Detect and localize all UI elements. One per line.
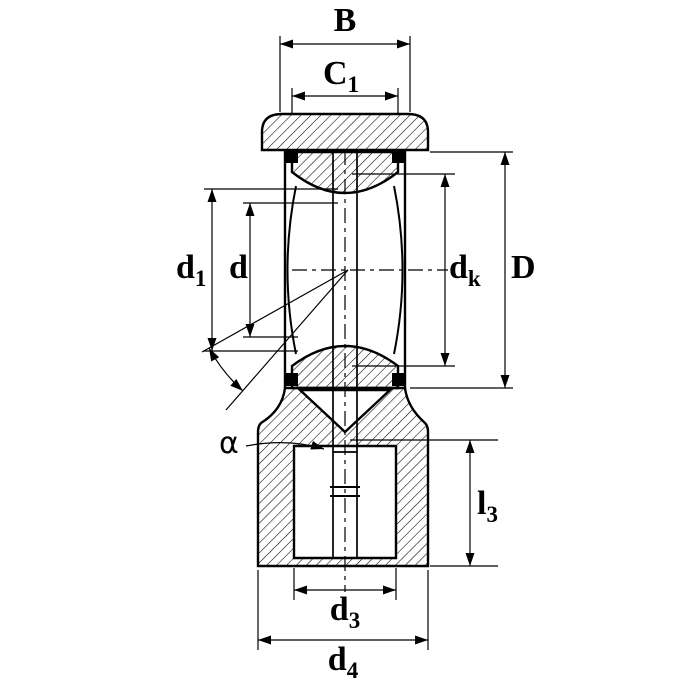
dim-label-l3: l3 [477, 485, 498, 527]
dimension-d1: d1 [176, 188, 338, 352]
housing-outline-with-slot [256, 386, 430, 568]
dim-label-d4: d4 [328, 641, 359, 683]
dim-label-B: B [334, 2, 357, 39]
centerlines [292, 150, 448, 592]
dim-label-dk: dk [449, 249, 481, 291]
angle-reference-line [201, 269, 349, 353]
seal-ring-bottom-right [392, 373, 404, 386]
dimension-d3: d3 [293, 568, 397, 633]
dimension-d: d [229, 202, 338, 338]
lower-housing [256, 386, 430, 568]
alpha-leader-arrow [245, 440, 325, 450]
dim-label-d3: d3 [330, 591, 360, 633]
dimension-dk: dk [352, 173, 481, 367]
dim-label-d: d [229, 249, 248, 286]
seal-ring-bottom-left [286, 373, 298, 386]
dim-label-d1: d1 [176, 249, 206, 291]
dimension-d4: d4 [257, 570, 429, 683]
dimension-B: B [279, 2, 411, 112]
dimension-alpha: α [201, 269, 349, 461]
dim-label-alpha: α [219, 426, 239, 461]
seal-ring-top-right [392, 150, 404, 163]
dimension-C1: C1 [291, 55, 399, 114]
dim-label-C1: C1 [323, 55, 359, 97]
dimension-l3: l3 [350, 439, 498, 567]
top-cap [260, 112, 430, 152]
seal-ring-top-left [286, 150, 298, 163]
cap-outline [260, 112, 430, 152]
angle-reference-line [225, 269, 349, 411]
dimension-D: D [410, 151, 536, 389]
angle-arc [208, 347, 244, 392]
dim-label-D: D [511, 249, 536, 286]
